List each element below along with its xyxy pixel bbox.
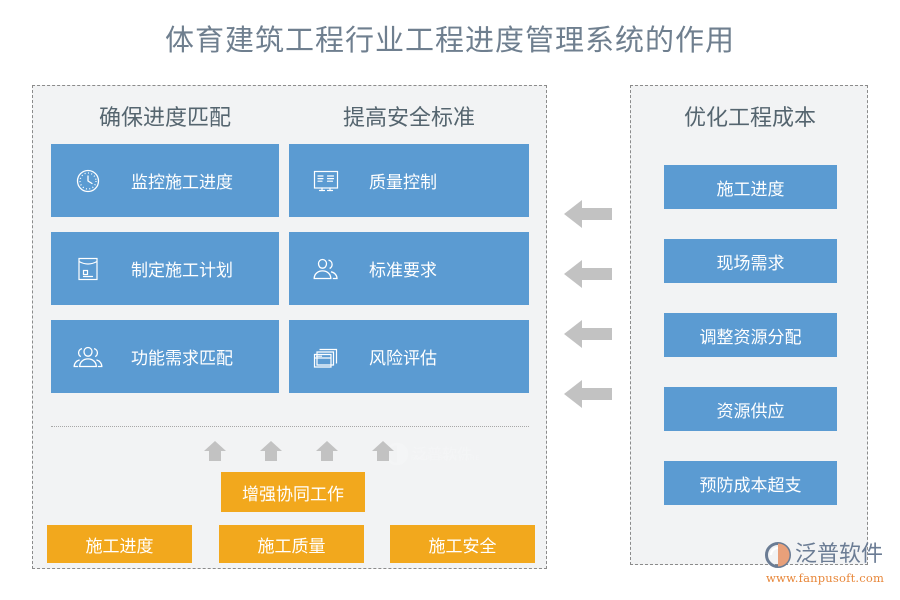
envelope-icon [73, 254, 103, 284]
right-item-resource-supply[interactable]: 资源供应 [664, 387, 837, 431]
windows-icon [311, 342, 341, 372]
card-label: 制定施工计划 [131, 261, 233, 281]
card-label: 监控施工进度 [131, 173, 233, 193]
column-header-schedule: 确保进度匹配 [98, 106, 231, 131]
chip-construction-progress[interactable]: 施工进度 [47, 525, 192, 563]
up-arrow-icon [313, 437, 341, 465]
card-quality-control[interactable]: 质量控制 [289, 144, 529, 217]
card-label: 调整资源分配 [699, 327, 802, 348]
left-arrow-icon [562, 196, 614, 232]
left-arrow-icon [562, 256, 614, 292]
card-label: 功能需求匹配 [131, 349, 233, 369]
card-standard-requirement[interactable]: 标准要求 [289, 232, 529, 305]
card-risk-assessment[interactable]: 风险评估 [289, 320, 529, 393]
right-item-prevent-cost-overrun[interactable]: 预防成本超支 [664, 461, 837, 505]
page-title: 体育建筑工程行业工程进度管理系统的作用 [164, 23, 735, 57]
right-item-adjust-resource-allocation[interactable]: 调整资源分配 [664, 313, 837, 357]
card-make-plan[interactable]: 制定施工计划 [51, 232, 279, 305]
card-label: 质量控制 [369, 173, 437, 193]
connector-arrow-group [562, 196, 614, 411]
column-header-cost: 优化工程成本 [683, 106, 816, 131]
right-panel: 优化工程成本 施工进度 现场需求 调整资源分配 资源供应 预防成本超支 [630, 85, 868, 565]
card-feature-match[interactable]: 功能需求匹配 [51, 320, 279, 393]
chip-construction-quality[interactable]: 施工质量 [219, 525, 364, 563]
brand-name: 泛普软件 [795, 542, 884, 567]
fanpu-logo-icon [764, 541, 794, 569]
brand-logo: 泛普软件 www.fanpusoft.com [764, 540, 894, 590]
left-arrow-icon [562, 376, 614, 412]
up-arrow-icon [369, 437, 397, 465]
card-label: 风险评估 [369, 349, 437, 369]
clock-icon [73, 166, 103, 196]
left-arrow-icon [562, 316, 614, 352]
report-icon [311, 166, 341, 196]
card-label: 施工进度 [716, 179, 785, 200]
watermark: 泛普软件 FANPU SOFTWARE [385, 434, 495, 474]
people-icon [311, 254, 341, 284]
card-label: 标准要求 [369, 261, 437, 281]
card-label: 预防成本超支 [699, 475, 802, 496]
brand-url: www.fanpusoft.com [766, 571, 885, 585]
up-arrow-icon [201, 437, 229, 465]
up-arrow-icon [257, 437, 285, 465]
chip-enhance-collaboration[interactable]: 增强协同工作 [221, 472, 365, 512]
right-item-construction-progress[interactable]: 施工进度 [664, 165, 837, 209]
people-icon [73, 342, 103, 372]
left-panel: 确保进度匹配 提高安全标准 监控施工进度 质量控制 [32, 85, 547, 569]
chip-construction-safety[interactable]: 施工安全 [390, 525, 535, 563]
section-divider [51, 426, 529, 427]
card-monitor-progress[interactable]: 监控施工进度 [51, 144, 279, 217]
card-label: 现场需求 [716, 253, 785, 274]
right-item-site-demand[interactable]: 现场需求 [664, 239, 837, 283]
card-label: 资源供应 [716, 401, 785, 422]
up-arrow-group [201, 437, 401, 465]
watermark-name: 泛普软件 [412, 444, 473, 463]
watermark-sub: FANPU SOFTWARE [411, 456, 481, 462]
column-header-safety: 提高安全标准 [342, 106, 475, 131]
